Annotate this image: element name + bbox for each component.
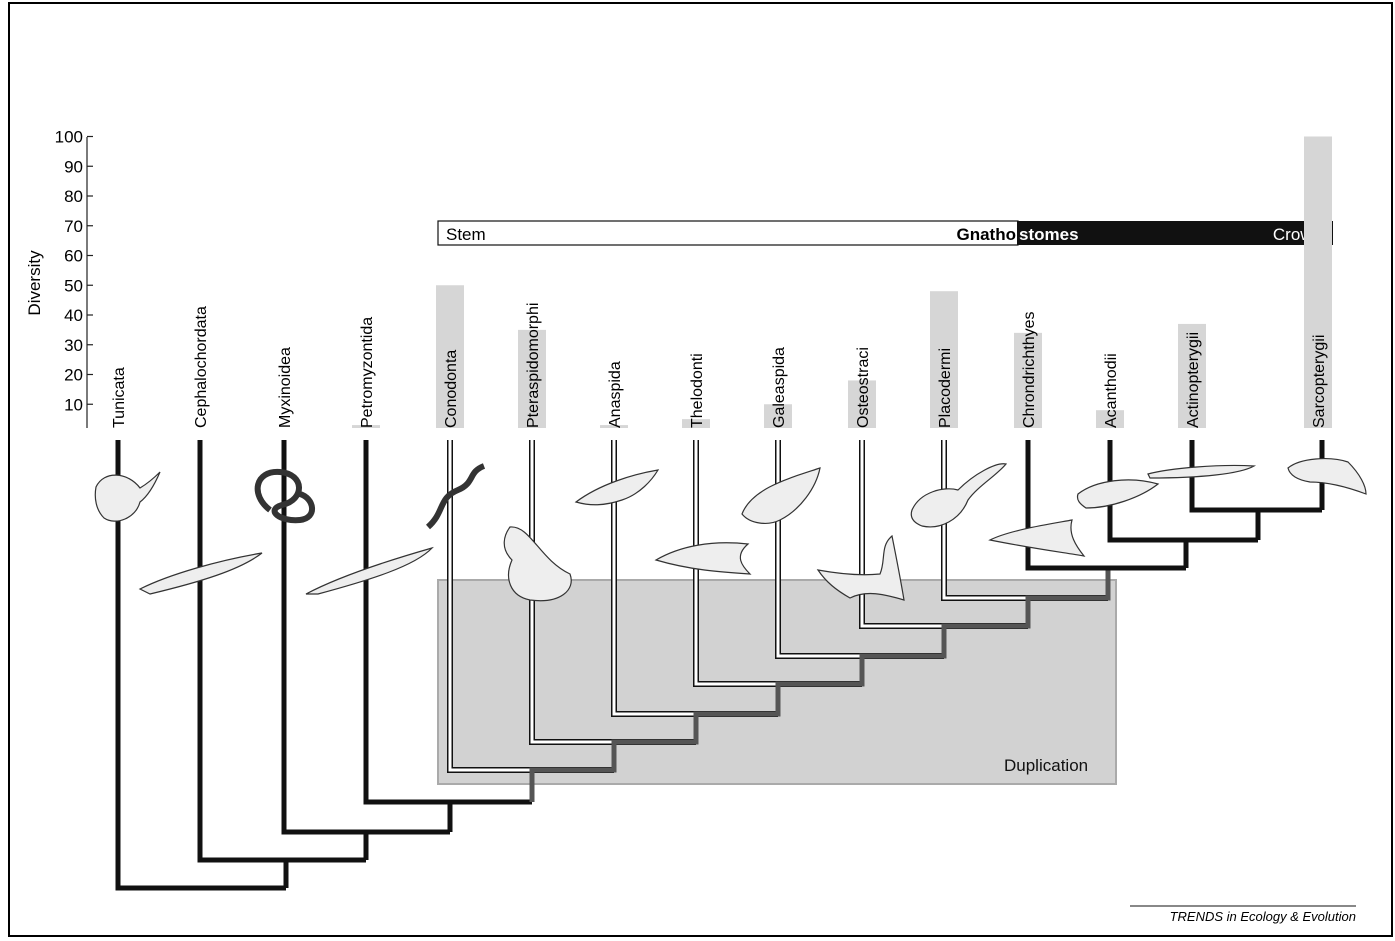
- taxon-label: Sarcopterygii: [1311, 335, 1328, 428]
- shark-illustration: [988, 519, 1086, 557]
- diversity-bar: [600, 425, 628, 428]
- taxon-label: Actinopterygii: [1185, 332, 1202, 428]
- taxon-label: Tunicata: [111, 367, 128, 428]
- taxon-label: Galeaspida: [771, 347, 788, 428]
- gnathostomes-label-part2: stomes: [1019, 225, 1079, 244]
- branch-acanthodii: [1107, 440, 1258, 543]
- diversity-bar: [1178, 323, 1206, 428]
- taxon-label: Thelodonti: [689, 353, 706, 428]
- organism-illustrations: [94, 458, 1367, 602]
- diversity-bar: [518, 329, 546, 428]
- stem-label: Stem: [446, 225, 486, 244]
- axis-tick-label: 90: [64, 157, 83, 176]
- diversity-bar: [1014, 332, 1042, 428]
- taxon-label: Chrondrichthyes: [1021, 312, 1038, 429]
- taxon-label: Pteraspidomorphi: [525, 303, 542, 428]
- lancelet-illustration: [138, 552, 263, 595]
- figure-frame: [8, 2, 1393, 937]
- taxon-label: Anaspida: [607, 361, 624, 428]
- taxon-label: Acanthodii: [1103, 353, 1120, 428]
- taxon-label: Petromyzontida: [359, 317, 376, 428]
- sarcopterygian-illustration: [1287, 458, 1367, 495]
- taxon-label: Conodonta: [443, 350, 460, 428]
- diversity-bar: [764, 404, 792, 428]
- axis-tick-label: 30: [64, 336, 83, 355]
- phylogenetic-tree: [115, 440, 1325, 891]
- branch-actinopterygii: [1189, 440, 1322, 513]
- diversity-bar: [682, 419, 710, 428]
- axis-tick-label: 100: [55, 128, 83, 147]
- galeaspid-illustration: [741, 467, 821, 524]
- taxon-label: Cephalochordata: [193, 306, 210, 428]
- anaspid-illustration: [574, 469, 660, 506]
- diversity-bar: [436, 285, 464, 428]
- duplication-label: Duplication: [1004, 756, 1088, 775]
- axis-tick-label: 50: [64, 276, 83, 295]
- lamprey-illustration: [305, 546, 434, 595]
- actinopterygian-illustration: [1147, 464, 1257, 479]
- axis-tick-label: 40: [64, 306, 83, 325]
- axis-tick-label: 10: [64, 395, 83, 414]
- backbone: [529, 570, 1111, 802]
- taxon-label: Myxinoidea: [277, 347, 294, 428]
- placoderm-illustration: [910, 463, 1008, 528]
- hagfish-illustration: [254, 468, 315, 524]
- diversity-bar: [1304, 136, 1332, 428]
- axis-tick-label: 70: [64, 217, 83, 236]
- stem-band: [437, 220, 1019, 246]
- acanthodian-illustration: [1076, 479, 1160, 509]
- axis-tick-label: 20: [64, 366, 83, 385]
- branch-chondrichthyes: [1025, 440, 1186, 571]
- axis-ticks: 100 90 80 70 60 50 40 30 20 10: [55, 128, 93, 414]
- pteraspidomorph-illustration: [503, 526, 572, 602]
- taxon-label: Osteostraci: [855, 347, 872, 428]
- crown-band: [1017, 221, 1333, 245]
- credit-text: TRENDS in Ecology & Evolution: [1170, 909, 1356, 924]
- axis-tick-label: 80: [64, 187, 83, 206]
- diversity-bar: [352, 425, 380, 428]
- tunicate-illustration: [94, 471, 161, 522]
- gnathostomes-label-part1: Gnatho: [957, 225, 1017, 244]
- gnathostome-band: Stem Gnatho stomes Crown: [437, 220, 1333, 246]
- diversity-axis: Diversity: [25, 137, 88, 428]
- axis-tick-label: 60: [64, 247, 83, 266]
- diversity-bar: [1096, 410, 1124, 428]
- diversity-bar: [848, 380, 876, 428]
- conodont-illustration: [425, 463, 486, 530]
- diversity-bar: [930, 291, 958, 428]
- axis-title: Diversity: [25, 250, 44, 316]
- diversity-bars: [352, 136, 1332, 428]
- branch-tunicata: [115, 440, 286, 891]
- taxon-labels: Tunicata Cephalochordata Myxinoidea Petromy…: [111, 303, 1328, 428]
- osteostracan-illustration: [816, 534, 905, 601]
- taxon-label: Placodermi: [937, 348, 954, 428]
- branch-myxinoidea: [281, 440, 450, 835]
- branch-petromyzontida: [363, 440, 532, 805]
- thelodont-illustration: [654, 542, 752, 575]
